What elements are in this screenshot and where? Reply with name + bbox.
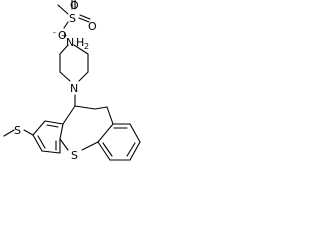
right-benzene-ring — [97, 123, 141, 161]
left-ring-inner-2 — [37, 135, 46, 149]
piperazine-n-label: N — [70, 82, 78, 95]
c11-aryl-bond — [62, 105, 76, 125]
left-ring-inner-1 — [46, 124, 59, 128]
sulfonate-o-right-label: O — [88, 20, 97, 33]
right-ring-bond-5 — [129, 123, 141, 143]
s-aryl2-bond — [81, 141, 99, 151]
sulfonate-negative-charge: - — [53, 28, 56, 37]
sme-methyl-bond — [3, 129, 15, 137]
s-o-right-double-bond — [78, 17, 90, 23]
right-ring-bond-1 — [97, 123, 114, 143]
methanesulfonate-group: S O O O - — [53, 0, 97, 42]
nh2-h-label: H — [76, 36, 84, 49]
piperazine-ring: N H 2 + N — [59, 31, 89, 95]
right-ring-bond-2 — [97, 141, 111, 161]
piperazine-bond-6 — [59, 44, 69, 55]
nh2-positive-charge: + — [61, 31, 68, 40]
aryl-sme-bond — [23, 129, 34, 136]
right-ring-inner-1 — [102, 142, 113, 157]
left-ring-bond-1 — [44, 120, 64, 125]
piperazine-bond-3 — [78, 71, 89, 82]
s-o-right-double-bond-2 — [79, 14, 91, 20]
thiepine-ring: S — [59, 105, 114, 162]
sulfonate-o-top-label: O — [70, 0, 79, 12]
molecule-diagram: S O O O - N H 2 + N — [3, 0, 141, 162]
c10-ch2-bond — [94, 106, 108, 110]
right-ring-inner-2 — [126, 142, 136, 157]
sulfonate-o-neg-label: O — [58, 29, 67, 42]
nh2-subscript: 2 — [84, 42, 89, 51]
methyl-s-bond — [57, 4, 69, 15]
left-benzene-ring — [32, 120, 64, 154]
aryl-s-bond — [59, 138, 69, 151]
left-ring-bond-3 — [32, 134, 43, 152]
ch2-ring-bond — [106, 106, 114, 125]
left-ring-bond-6 — [59, 123, 64, 140]
methylthio-group: S — [3, 124, 34, 137]
thioether-s-label: S — [14, 124, 21, 137]
s-o-neg-bond — [63, 21, 69, 29]
left-ring-bond-2 — [32, 120, 46, 136]
left-ring-bond-4 — [41, 150, 61, 154]
nh2-n-label: N — [66, 36, 74, 49]
structure-canvas: S O O O - N H 2 + N — [0, 0, 144, 168]
piperazine-bond-4 — [59, 71, 71, 82]
right-ring-bond-4 — [129, 141, 141, 161]
piperazine-bond-1 — [73, 44, 89, 55]
sulfonate-s-label: S — [69, 12, 76, 25]
c11-c10-bond — [74, 105, 96, 110]
ring-s-label: S — [71, 149, 78, 162]
